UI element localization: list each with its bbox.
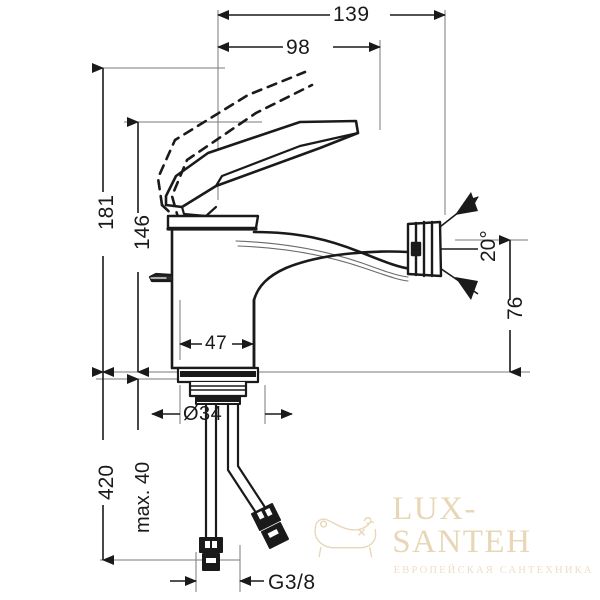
hose-connector-right (251, 503, 289, 549)
lever-handle (164, 119, 360, 209)
supply-hoses (204, 402, 274, 542)
dimension-label-diameter-34: Ø34 (183, 403, 223, 425)
dimension-20-degrees (411, 192, 479, 300)
dimension-label-98: 98 (286, 36, 311, 59)
dimension-label-47: 47 (205, 333, 228, 354)
dimension-label-181: 181 (95, 194, 118, 230)
cartridge-collar (166, 214, 260, 230)
hose-connector-left (199, 537, 223, 571)
spout-highlight (235, 240, 409, 278)
dimension-label-139: 139 (333, 3, 370, 26)
dimension-label-76: 76 (504, 296, 527, 320)
dimension-label-g38: G3/8 (268, 571, 316, 594)
dimension-label-420: 420 (95, 464, 118, 500)
dimension-label-max-40: max. 40 (132, 461, 154, 533)
spout-upper-edge (252, 230, 414, 271)
extension-lines (96, 10, 530, 592)
base-escutcheon (176, 366, 260, 405)
faucet-body-geometry (148, 70, 443, 571)
dimension-label-20-degrees: 20° (477, 230, 500, 262)
spout-lower-edge (252, 250, 410, 302)
dimension-label-146: 146 (131, 214, 154, 250)
aerator-outlet (406, 220, 443, 278)
